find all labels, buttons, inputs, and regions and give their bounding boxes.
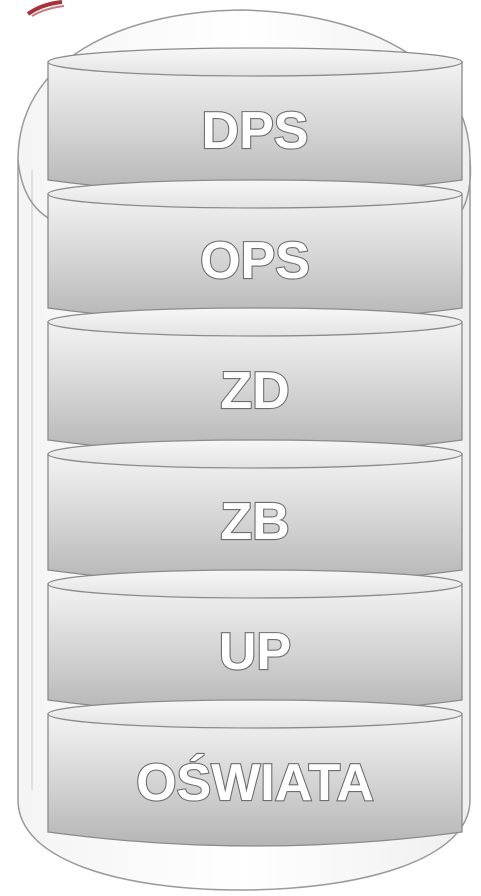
layer-top-rim <box>47 439 463 469</box>
layer-top-rim <box>47 47 463 77</box>
layer-top-rim <box>47 699 463 729</box>
layer-top-rim <box>47 307 463 337</box>
layer-5: UP <box>47 569 463 715</box>
logo-fragment <box>26 0 65 17</box>
layer-6: OŚWIATA <box>47 699 463 847</box>
layer-label: ZB <box>220 493 289 551</box>
layer-label: ZD <box>220 362 289 420</box>
layer-label: OPS <box>200 232 310 290</box>
layer-4: ZB <box>47 439 463 585</box>
layer-label: UP <box>219 623 291 681</box>
layer-2: OPS <box>47 179 463 323</box>
layer-body <box>47 713 463 847</box>
layer-1: DPS <box>47 47 463 195</box>
layer-3: ZD <box>47 307 463 455</box>
layer-top-rim <box>47 569 463 599</box>
layer-stack: DPS OPS ZD ZB UP OŚWIATA <box>47 47 463 847</box>
layer-top-rim <box>47 179 463 209</box>
layer-label: DPS <box>202 102 309 160</box>
layer-label: OŚWIATA <box>136 754 374 812</box>
